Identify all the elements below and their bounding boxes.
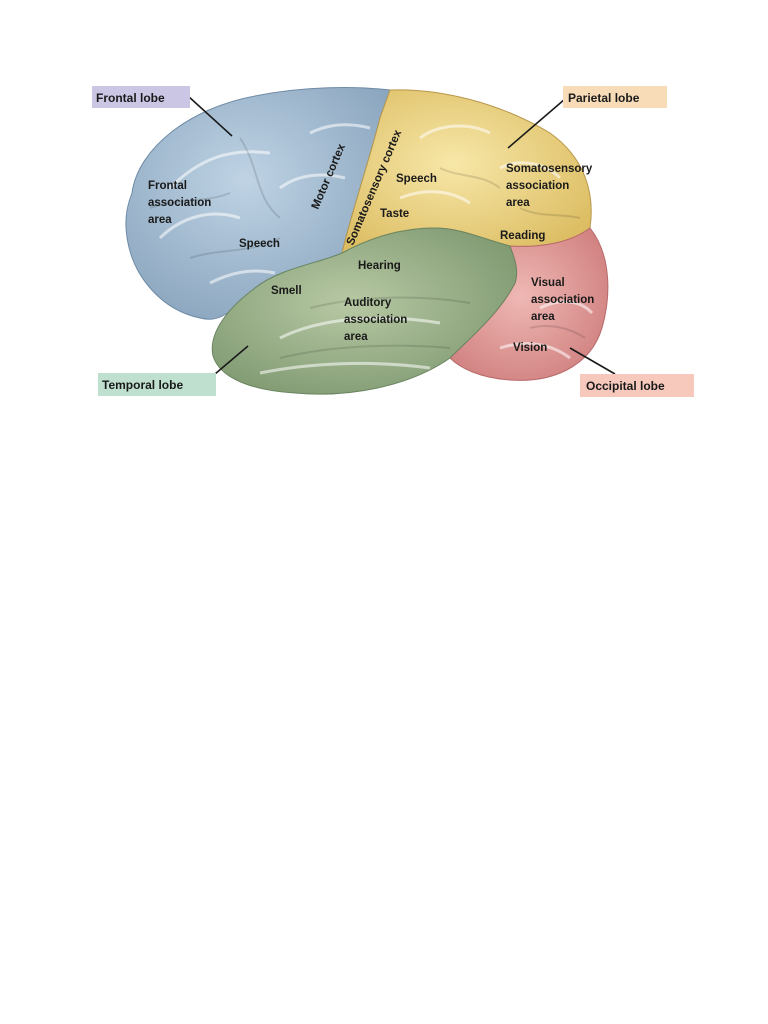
frontal-association-label: Frontal association area (148, 180, 214, 226)
frontal-lobe-label: Frontal lobe (96, 91, 165, 105)
somatosensory-association-label: Somatosensory association area (506, 163, 595, 209)
leader-lines (187, 95, 616, 375)
temporal-lobe-tag-bg (98, 373, 216, 396)
auditory-association-label: Auditory association area (344, 297, 410, 343)
sulci-shadows (149, 137, 586, 359)
frontal-lobe-tag: Frontal lobe (92, 86, 190, 108)
speech-frontal-label: Speech (239, 238, 280, 250)
smell-label: Smell (271, 285, 302, 297)
visual-association-label: Visual association area (531, 277, 597, 323)
hearing-label: Hearing (358, 260, 401, 272)
speech-parietal-label: Speech (396, 173, 437, 185)
parietal-lobe-tag-bg (563, 86, 667, 108)
parietal-lobe-tag: Parietal lobe (563, 86, 667, 108)
occipital-lobe-label: Occipital lobe (586, 379, 665, 393)
occipital-lobe-tag-bg (580, 374, 694, 397)
brain-lobes-figure: Frontal lobe Parietal lobe Temporal lobe… (80, 78, 700, 408)
vision-label: Vision (513, 342, 547, 354)
frontal-lobe-tag-bg (92, 86, 190, 108)
parietal-lobe-label: Parietal lobe (568, 91, 640, 105)
temporal-lobe-region (211, 227, 518, 395)
reading-label: Reading (500, 230, 545, 242)
occipital-lobe-tag: Occipital lobe (580, 374, 694, 397)
gyri-highlights (158, 123, 594, 375)
brain-diagram: Frontal lobe Parietal lobe Temporal lobe… (92, 86, 694, 397)
taste-label: Taste (380, 208, 409, 220)
temporal-lobe-label: Temporal lobe (102, 378, 183, 392)
temporal-lobe-tag: Temporal lobe (98, 373, 216, 396)
